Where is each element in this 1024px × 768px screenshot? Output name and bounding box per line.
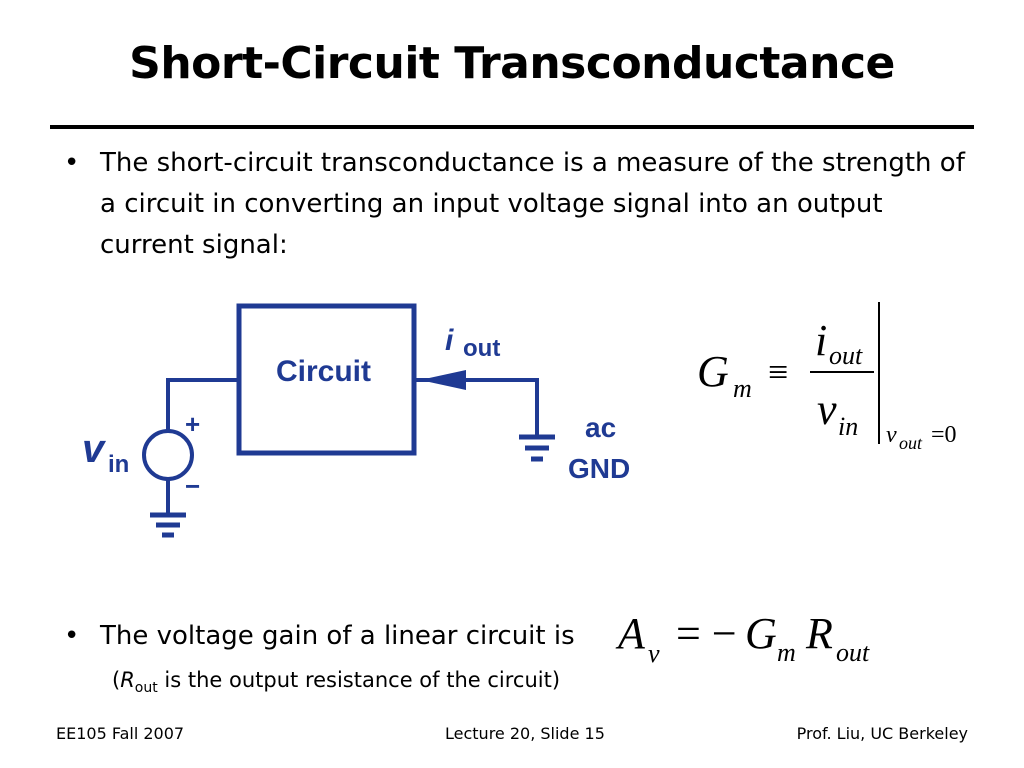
equiv-sign: ≡ xyxy=(768,352,788,392)
note-rest: is the output resistance of the circuit) xyxy=(157,668,561,692)
note-r-subscript: out xyxy=(134,680,158,696)
bullet-voltage-gain: • The voltage gain of a linear circuit i… xyxy=(64,616,575,657)
current-symbol: i xyxy=(445,324,454,357)
av-g: G xyxy=(745,609,777,658)
plus-sign: + xyxy=(185,409,200,439)
gm-numerator-sub: out xyxy=(829,341,863,370)
bullet-transconductance-definition: • The short-circuit transconductance is … xyxy=(64,143,970,266)
ground-icon xyxy=(150,512,186,538)
output-resistance-note: (Rout is the output resistance of the ci… xyxy=(112,668,560,696)
av-lhs-sub: v xyxy=(648,639,660,668)
condition-var: v xyxy=(886,422,897,448)
bullet-marker: • xyxy=(64,621,80,651)
gm-lhs-sub: m xyxy=(733,374,752,403)
av-r-sub: out xyxy=(836,638,870,667)
bullet-marker: • xyxy=(64,148,80,178)
condition-sub: out xyxy=(899,433,923,453)
bullet-text: The short-circuit transconductance is a … xyxy=(100,148,965,260)
footer-course: EE105 Fall 2007 xyxy=(56,724,185,743)
ac-ground-icon xyxy=(519,434,555,462)
current-subscript: out xyxy=(463,335,500,362)
bullet-text: The voltage gain of a linear circuit is xyxy=(100,621,575,651)
av-lhs: A xyxy=(615,609,646,658)
footer-author: Prof. Liu, UC Berkeley xyxy=(796,724,968,743)
ac-label: ac xyxy=(585,412,616,443)
gm-numerator: i xyxy=(815,316,827,365)
slide-title: Short-Circuit Transconductance xyxy=(129,38,895,89)
note-r-symbol: R xyxy=(120,668,135,692)
source-subscript: in xyxy=(108,451,129,478)
input-wire xyxy=(166,378,239,430)
gm-denominator-sub: in xyxy=(838,412,858,441)
av-r: R xyxy=(805,609,833,658)
output-wire xyxy=(414,378,539,437)
circuit-label: Circuit xyxy=(276,355,371,388)
source-symbol: v xyxy=(82,427,107,471)
av-equation: A v = − G m R out xyxy=(615,609,870,668)
gm-equation: G m ≡ i out v in v out =0 xyxy=(697,302,957,453)
note-open-paren: ( xyxy=(112,668,121,692)
gnd-label: GND xyxy=(568,453,630,484)
circuit-schematic xyxy=(142,303,555,538)
minus-sign: − xyxy=(185,471,200,501)
av-equals-minus: = − xyxy=(676,609,737,658)
title-divider xyxy=(50,125,974,129)
gm-denominator: v xyxy=(817,385,837,434)
av-g-sub: m xyxy=(777,638,796,667)
footer-slide-number: Lecture 20, Slide 15 xyxy=(445,724,605,743)
current-arrow-icon xyxy=(420,370,466,390)
gm-lhs: G xyxy=(697,347,729,396)
condition-rest: =0 xyxy=(931,422,957,448)
